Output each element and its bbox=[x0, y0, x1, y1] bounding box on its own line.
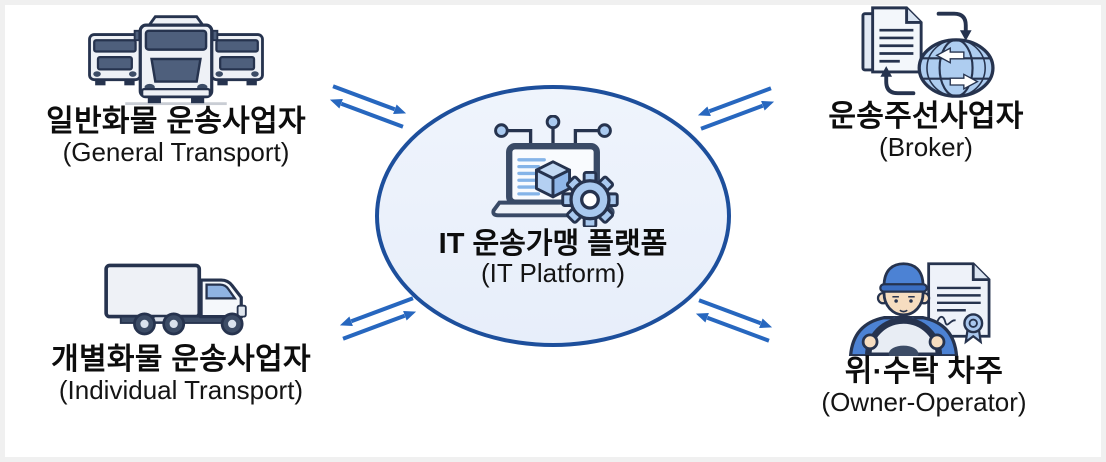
double-arrow-icon bbox=[339, 296, 417, 341]
entity-label: 개별화물 운송사업자 bbox=[51, 343, 311, 376]
hub-subtitle: (IT Platform) bbox=[481, 258, 625, 289]
double-arrow-icon bbox=[329, 84, 407, 129]
entity-broker: 운송주선사업자 (Broker) bbox=[770, 4, 1082, 163]
truck-fleet-icon bbox=[88, 15, 264, 106]
documents-globe-exchange-icon bbox=[861, 6, 995, 98]
entity-sublabel: (Broker) bbox=[879, 132, 973, 163]
entity-owner-operator: 위·수탁 차주 (Owner-Operator) bbox=[765, 258, 1083, 418]
connector-individual-transport-hub bbox=[332, 290, 424, 347]
entity-sublabel: (General Transport) bbox=[62, 137, 290, 168]
entity-general-transport: 일반화물 운송사업자 (General Transport) bbox=[18, 12, 334, 168]
laptop-network-gear-icon bbox=[491, 115, 619, 227]
hub-title: IT 운송가맹 플랫폼 bbox=[438, 228, 668, 260]
entity-sublabel: (Individual Transport) bbox=[58, 375, 304, 406]
double-arrow-icon bbox=[697, 86, 775, 131]
entity-label: 일반화물 운송사업자 bbox=[46, 105, 306, 138]
driver-contract-icon bbox=[848, 262, 991, 356]
connector-broker-hub bbox=[690, 80, 782, 137]
entity-sublabel: (Owner-Operator) bbox=[821, 387, 1027, 418]
entity-individual-transport: 개별화물 운송사업자 (Individual Transport) bbox=[15, 260, 347, 406]
entity-label: 운송주선사업자 bbox=[828, 100, 1024, 133]
connector-general-transport-hub bbox=[322, 78, 414, 135]
entity-label: 위·수탁 차주 bbox=[844, 355, 1004, 388]
box-truck-icon bbox=[104, 263, 247, 336]
connector-owner-operator-hub bbox=[688, 292, 780, 349]
double-arrow-icon bbox=[695, 298, 773, 343]
hub-it-platform: IT 운송가맹 플랫폼 (IT Platform) bbox=[375, 85, 731, 347]
